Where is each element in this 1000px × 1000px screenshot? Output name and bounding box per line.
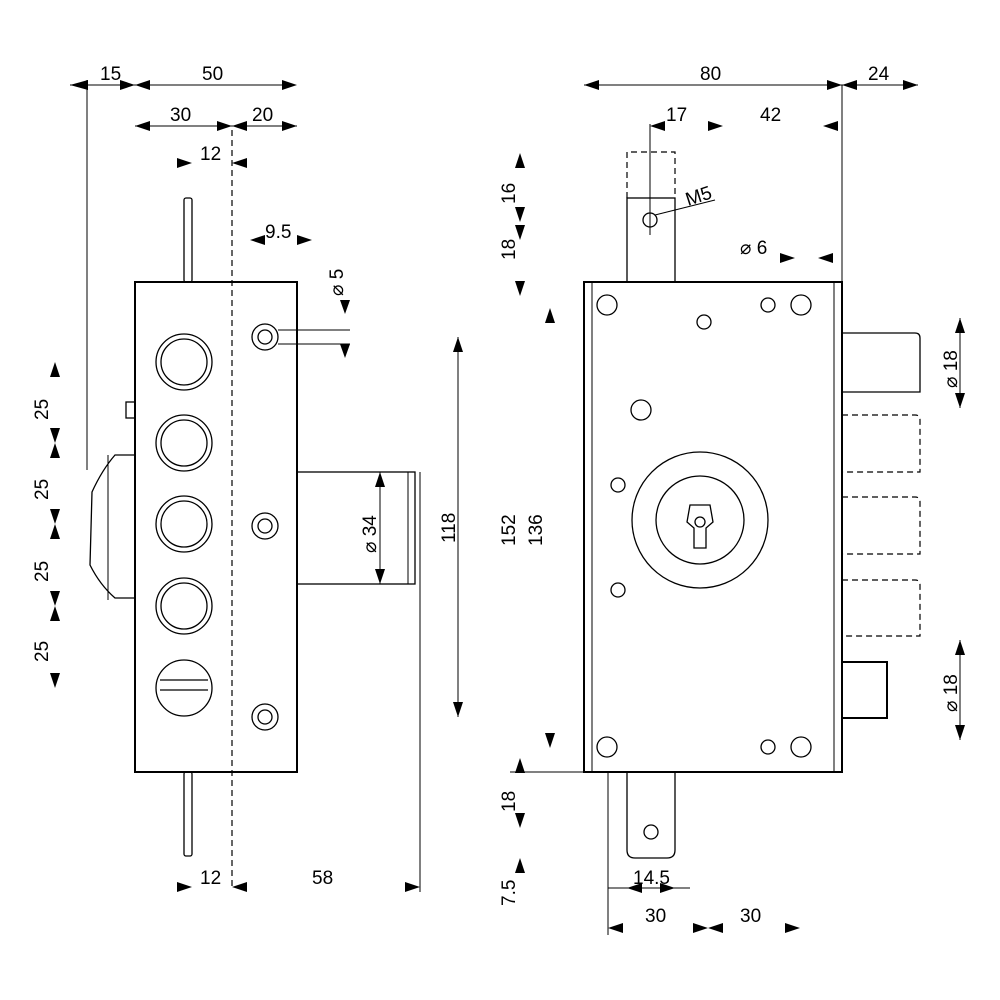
dim-right-dia-18-top: ⌀ 18 (941, 350, 962, 388)
dim-left-30: 30 (170, 105, 191, 126)
lock-body-side (134, 281, 298, 773)
dim-right-18-bottom: 18 (499, 791, 520, 812)
dim-left-50: 50 (202, 64, 223, 85)
dim-left-15: 15 (100, 64, 121, 85)
dim-right-18-top: 18 (499, 239, 520, 260)
dim-right-7-5: 7.5 (499, 880, 520, 906)
bottom-rod (183, 771, 193, 857)
dim-left-25-b: 25 (32, 479, 53, 500)
dim-left-25-a: 25 (32, 399, 53, 420)
dim-right-136: 136 (526, 514, 547, 546)
lock-body-front (583, 281, 843, 773)
dim-left-58: 58 (312, 868, 333, 889)
dim-right-30-b: 30 (740, 906, 761, 927)
dim-left-25-d: 25 (32, 641, 53, 662)
dimension-labels: 15 50 30 20 12 9.5 ⌀ 5 ⌀ 34 118 25 25 25… (32, 64, 962, 927)
right-dimension-lines (510, 80, 965, 935)
top-rod-front (626, 197, 676, 283)
dim-right-dia-18-bottom: ⌀ 18 (941, 674, 962, 712)
dim-right-42: 42 (760, 105, 781, 126)
deadbolt-cylinder (296, 471, 416, 585)
dim-right-m5: M5 (683, 183, 715, 211)
dim-right-30-a: 30 (645, 906, 666, 927)
right-view (583, 124, 921, 859)
side-tab (125, 401, 136, 419)
dim-right-17: 17 (666, 105, 687, 126)
left-view (86, 80, 421, 892)
dim-left-12-top: 12 (200, 144, 221, 165)
bolt-holes-side (155, 333, 213, 717)
screw-holes-side (251, 323, 279, 731)
dim-right-dia-6: ⌀ 6 (740, 238, 767, 259)
dim-right-152: 152 (499, 514, 520, 546)
cylinder-rosette (631, 451, 769, 589)
keyhole (686, 504, 714, 549)
latch-block (89, 454, 135, 599)
dim-left-dia-5: ⌀ 5 (327, 269, 348, 296)
dim-right-80: 80 (700, 64, 721, 85)
latch-bolt (841, 661, 888, 719)
left-dimension-lines (50, 80, 463, 892)
dim-right-16: 16 (499, 183, 520, 204)
dim-left-118: 118 (439, 513, 460, 543)
bolts-front (841, 332, 921, 719)
bottom-rod-front (626, 772, 676, 859)
dim-right-24: 24 (868, 64, 890, 85)
dim-right-14-5: 14.5 (633, 868, 670, 889)
dim-left-9-5: 9.5 (265, 222, 291, 243)
dim-left-20: 20 (252, 105, 273, 126)
dim-left-12-bottom: 12 (200, 868, 221, 889)
mounting-holes-front (596, 294, 812, 758)
dim-left-25-c: 25 (32, 561, 53, 582)
top-rod (183, 197, 193, 283)
dim-left-dia-34: ⌀ 34 (360, 515, 381, 553)
